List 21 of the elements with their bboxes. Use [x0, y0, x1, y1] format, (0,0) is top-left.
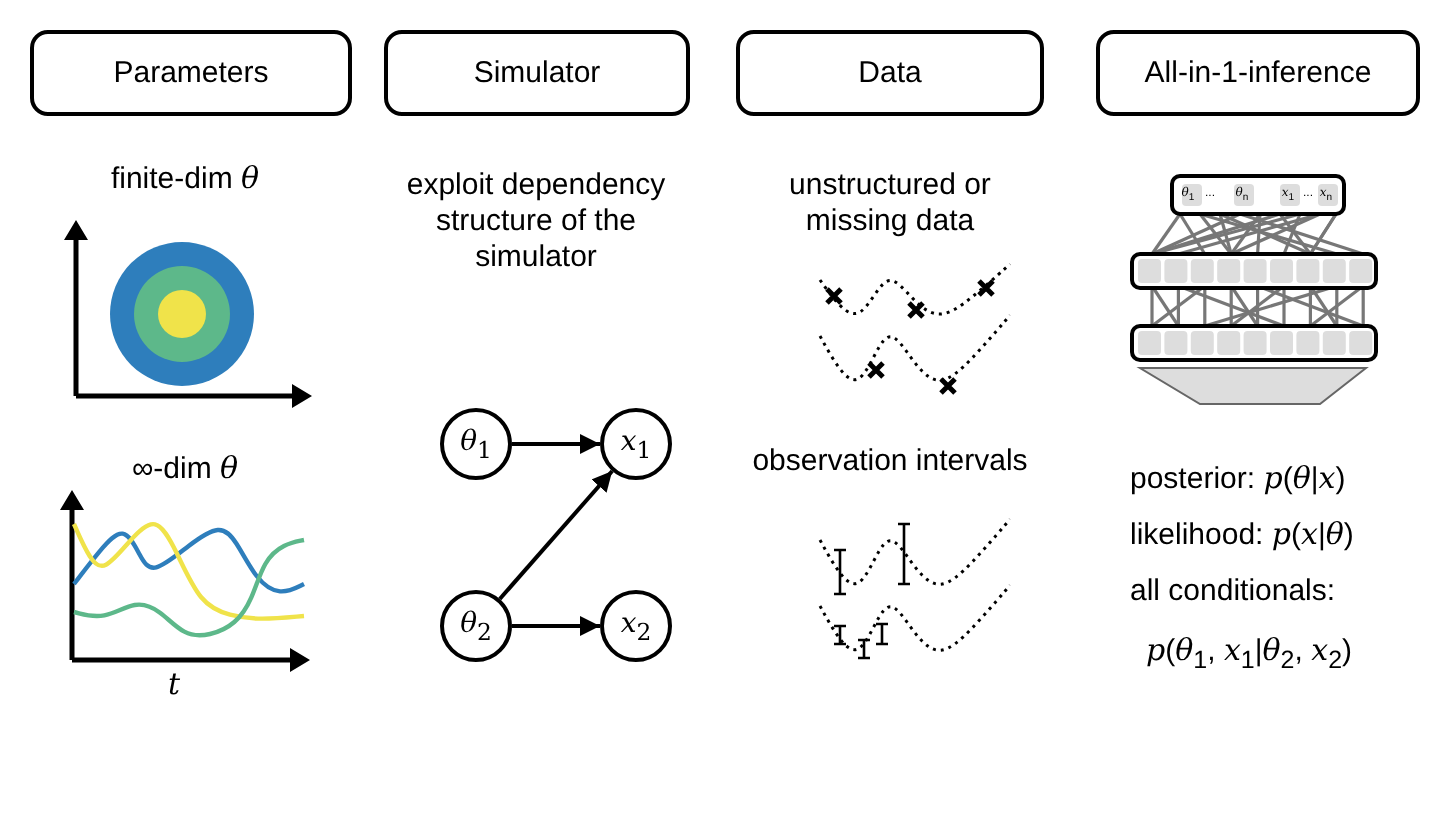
column-header-box: Data — [736, 30, 1044, 116]
formula-text: p(θ$_{1}$, x$_{1}$|θ$_{2}$, x$_{2}$) — [1144, 632, 1355, 678]
arrow — [512, 434, 600, 454]
formula-text: posterior: p(θ|x) — [1130, 460, 1348, 498]
description-text: exploit dependency structure of the simulator — [404, 168, 668, 276]
column-header-box: Simulator — [384, 30, 690, 116]
arrow — [512, 616, 600, 636]
axis-label: t — [165, 666, 183, 704]
column-header-box: All-in-1-inference — [1096, 30, 1420, 116]
description-text: observation intervals — [750, 444, 1030, 480]
heading-label: ∞-dim θ — [129, 450, 241, 488]
column-header-box: Parameters — [30, 30, 352, 116]
arrow — [498, 469, 614, 601]
variable-node: θ$_{1}$ — [440, 408, 512, 480]
description-text: unstructured or missing data — [787, 168, 993, 240]
variable-node: θ$_{2}$ — [440, 590, 512, 662]
heading-label: finite-dim θ — [108, 160, 262, 198]
formula-text: likelihood: p(x|θ) — [1130, 516, 1356, 554]
variable-node: x$_{1}$ — [600, 408, 672, 480]
variable-node: x$_{2}$ — [600, 590, 672, 662]
formula-text: all conditionals: — [1130, 574, 1338, 610]
